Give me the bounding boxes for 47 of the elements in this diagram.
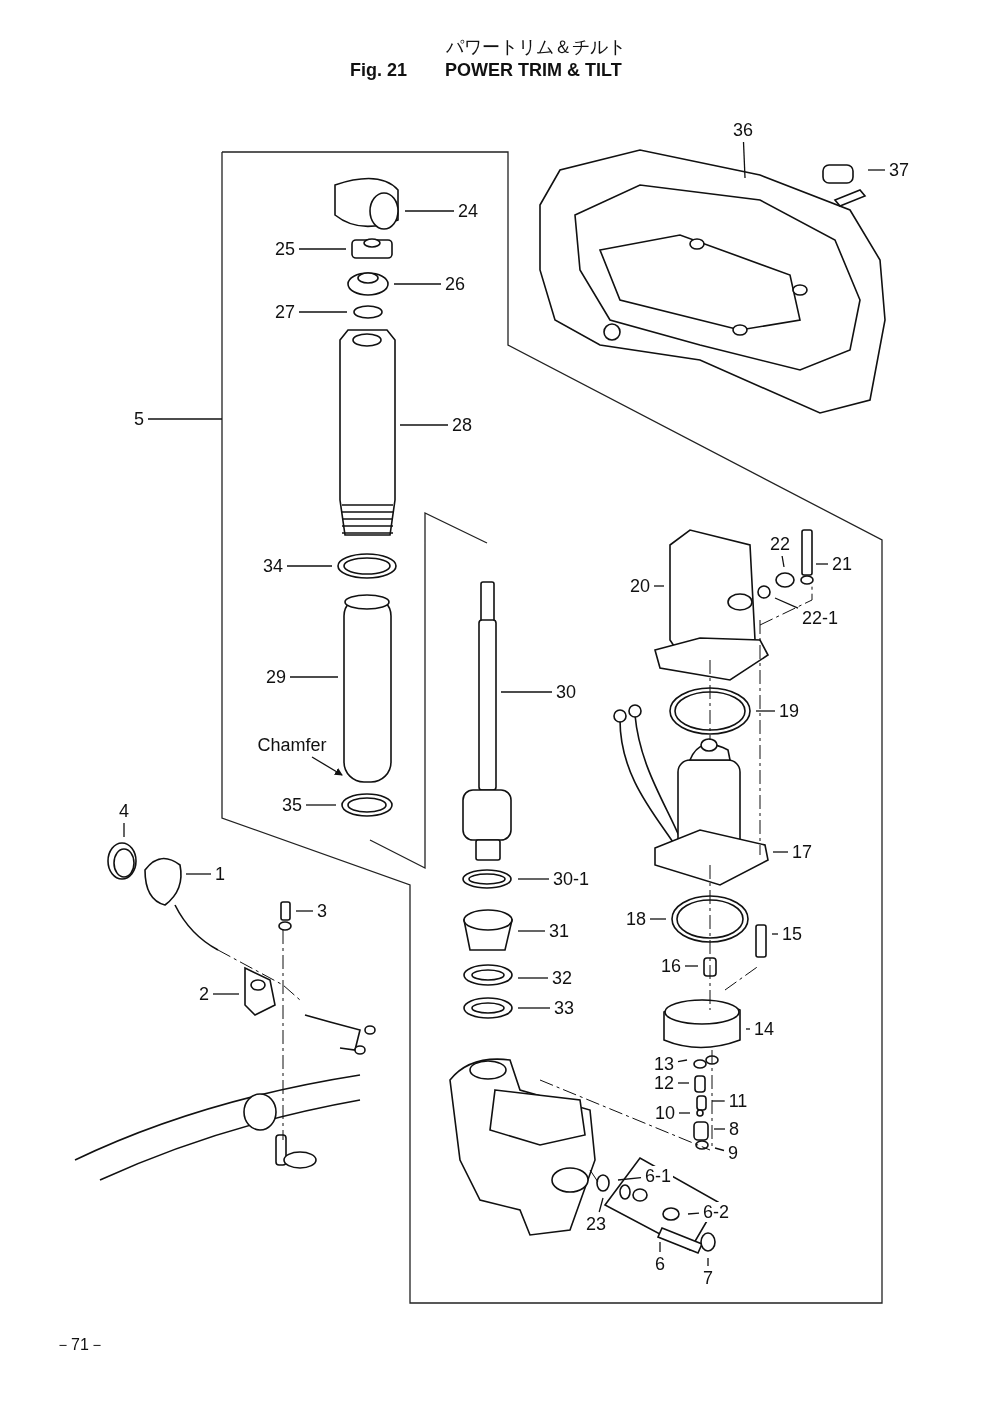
leader-line: [295, 910, 314, 912]
leader-line: [714, 1147, 725, 1152]
leader-line: [707, 1257, 709, 1267]
leader-line: [653, 585, 665, 587]
page-number: －71－: [55, 1337, 105, 1353]
leader-line: [286, 565, 333, 567]
leader-line: [687, 1212, 700, 1215]
leader-line: [742, 141, 746, 179]
leader-line: [311, 756, 343, 776]
leader-line: [289, 676, 339, 678]
callout-number: 6-2: [701, 1202, 731, 1222]
leader-line: [649, 918, 667, 920]
leader-line: [399, 424, 449, 426]
leader-line: [404, 210, 455, 212]
leader-line: [393, 283, 442, 285]
leader-line: [774, 597, 799, 609]
leader-line: [517, 930, 546, 932]
japanese-title: パワートリム＆チルト: [446, 38, 626, 56]
leader-line: [711, 1100, 726, 1102]
leader-line: [677, 1059, 688, 1063]
leader-line: [815, 563, 829, 565]
leader-line: [212, 993, 240, 995]
leader-line: [771, 933, 779, 935]
leader-line: [755, 710, 776, 712]
leader-line: [659, 1241, 661, 1253]
leader-line: [517, 1007, 551, 1009]
leader-line: [123, 822, 125, 838]
leader-line: [147, 418, 223, 420]
leader-line: [678, 1112, 691, 1114]
leader-line: [745, 1028, 751, 1030]
leader-line: [298, 248, 347, 250]
leader-line: [517, 977, 549, 979]
leader-line: [713, 1128, 726, 1130]
leader-line: [617, 1177, 642, 1181]
figure-number: Fig. 21: [350, 61, 407, 79]
figure-title: POWER TRIM & TILT: [445, 61, 622, 79]
leader-line: [772, 851, 789, 853]
leader-line: [305, 804, 337, 806]
leader-line: [298, 311, 348, 313]
leader-line: [185, 873, 212, 875]
leader-line: [684, 965, 699, 967]
leader-line: [500, 691, 553, 693]
leader-line: [517, 878, 550, 880]
leader-line: [781, 555, 785, 568]
leader-line: [867, 169, 886, 171]
leader-line: [677, 1082, 690, 1084]
leader-line: [598, 1197, 604, 1213]
